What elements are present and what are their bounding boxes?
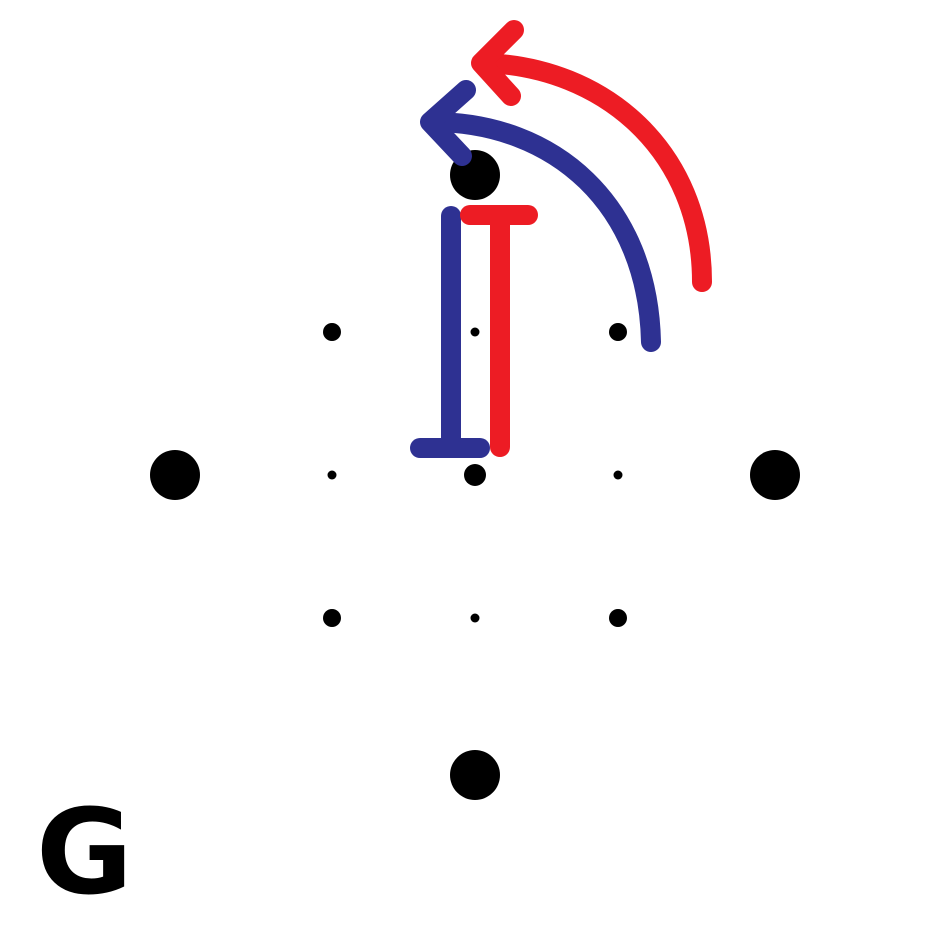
- medium-dot-lower-left: [323, 609, 341, 627]
- medium-dot-upper-right: [609, 323, 627, 341]
- large-dot-bottom: [450, 750, 500, 800]
- small-dot-middle-right: [613, 470, 623, 480]
- red-bar: [460, 205, 538, 457]
- small-dot-lower-middle: [470, 613, 480, 623]
- medium-dot-lower-right: [609, 609, 627, 627]
- blue-curved-arrow: [420, 80, 661, 352]
- blue-bar: [410, 206, 490, 458]
- medium-dot-upper-left: [323, 323, 341, 341]
- large-dot-right: [750, 450, 800, 500]
- diagram-label: G: [36, 783, 133, 921]
- medium-dot-center: [464, 464, 486, 486]
- small-dot-middle-left: [327, 470, 337, 480]
- red-curved-arrow: [471, 20, 712, 292]
- large-dot-left: [150, 450, 200, 500]
- small-dot-upper-middle: [470, 327, 480, 337]
